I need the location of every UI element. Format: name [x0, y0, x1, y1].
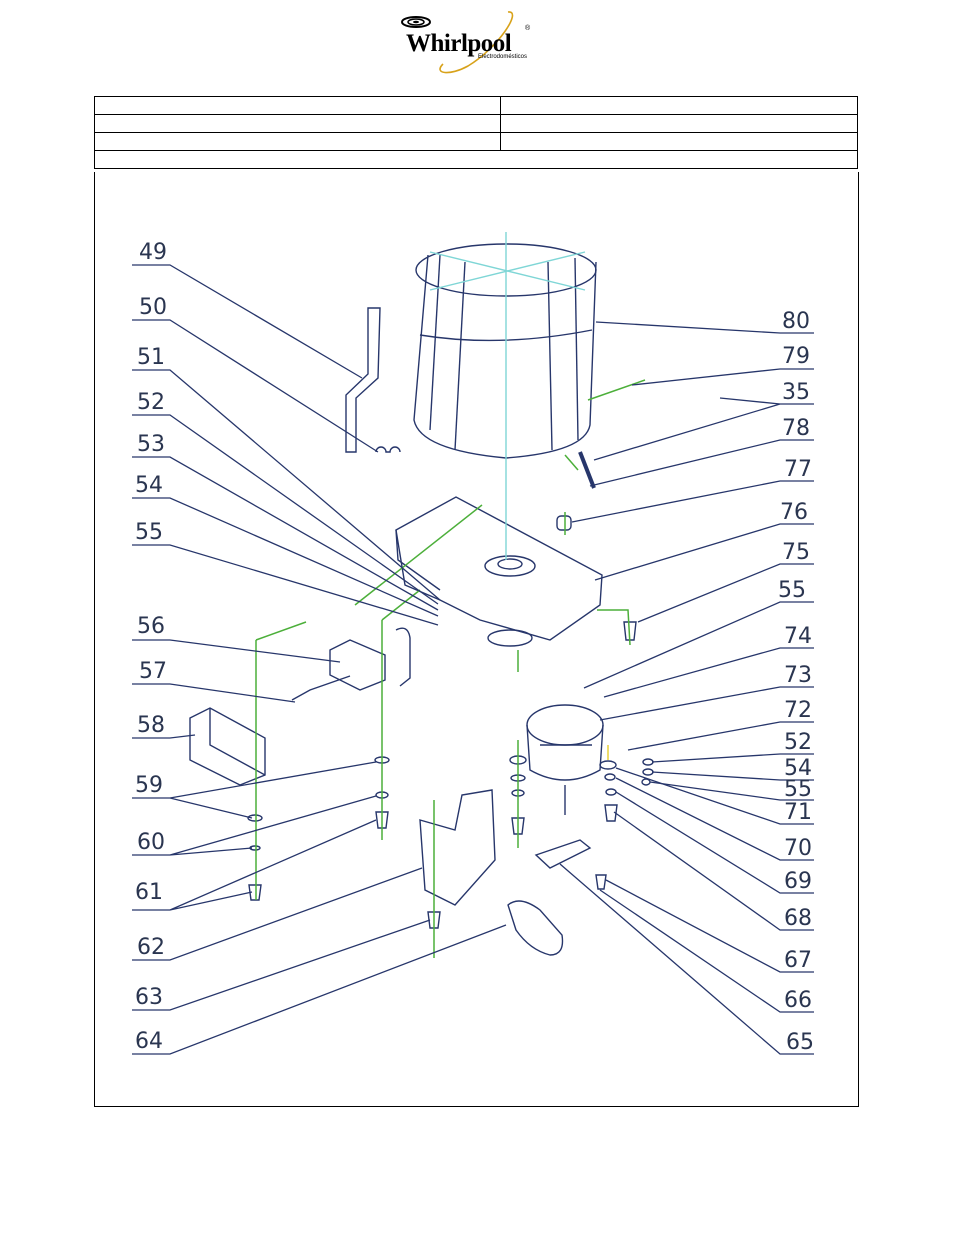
part-label-67: 67: [784, 948, 812, 973]
whirlpool-logo: Whirlpool ® Electrodomésticos: [398, 8, 538, 76]
motor-drawing: [526, 704, 604, 815]
part-label-58: 58: [137, 713, 165, 738]
part-label-63: 63: [135, 985, 163, 1010]
part-label-80: 80: [782, 309, 810, 334]
part-label-60: 60: [137, 830, 165, 855]
part-label-62: 62: [137, 935, 165, 960]
logo-swoosh-icon: [401, 11, 514, 74]
part-label-52: 52: [137, 390, 165, 415]
part-label-73: 73: [784, 663, 812, 688]
part-label-50: 50: [139, 295, 167, 320]
leader-lines-left: [132, 264, 507, 1055]
part-label-51: 51: [137, 345, 165, 370]
part-label-70: 70: [784, 836, 812, 861]
header-table: [94, 96, 858, 169]
part-label-61: 61: [135, 880, 163, 905]
part-label-54: 54: [135, 473, 163, 498]
diagram-frame: [94, 172, 859, 1107]
belt-drawing: [507, 900, 564, 956]
base-plate-drawing: [395, 496, 603, 647]
part-label-74: 74: [784, 624, 812, 649]
part-label-66: 66: [784, 988, 812, 1013]
header-row-2: [94, 114, 858, 133]
part-label-72: 72: [784, 698, 812, 723]
tub-drawing: [413, 243, 597, 459]
shift-lever-drawing: [345, 307, 381, 453]
part-label-64: 64: [135, 1029, 163, 1054]
part-label-53: 53: [137, 432, 165, 457]
header-cell: [94, 150, 858, 169]
header-row-4: [94, 150, 858, 169]
part-label-75: 75: [782, 540, 810, 565]
part-label-55-upper: 55: [778, 578, 806, 603]
logo-wordmark: Whirlpool: [406, 30, 512, 57]
part-label-55-lower: 55: [784, 777, 812, 802]
part-label-55: 55: [135, 520, 163, 545]
brake-assembly-drawing: [329, 639, 386, 691]
motor-bracket-drawing: [419, 789, 496, 906]
part-label-52-right: 52: [784, 730, 812, 755]
part-label-65: 65: [786, 1030, 814, 1055]
part-label-78: 78: [782, 416, 810, 441]
part-label-59: 59: [135, 773, 163, 798]
part-label-71: 71: [784, 800, 812, 825]
part-label-49: 49: [139, 240, 167, 265]
part-label-35: 35: [782, 380, 810, 405]
logo-subtitle: Electrodomésticos: [478, 54, 528, 60]
leader-lines-right: [559, 321, 814, 1055]
part-label-54-right: 54: [784, 756, 812, 781]
part-label-57: 57: [139, 659, 167, 684]
part-label-68: 68: [784, 906, 812, 931]
registered-mark: ®: [525, 25, 531, 32]
part-label-76: 76: [780, 500, 808, 525]
part-label-77: 77: [784, 457, 812, 482]
part-label-79: 79: [782, 344, 810, 369]
part-label-56: 56: [137, 614, 165, 639]
capacitor-box-drawing: [189, 707, 266, 786]
pulley-drawing: [534, 839, 592, 869]
clip-drawing: [375, 446, 401, 453]
part-label-69: 69: [784, 869, 812, 894]
